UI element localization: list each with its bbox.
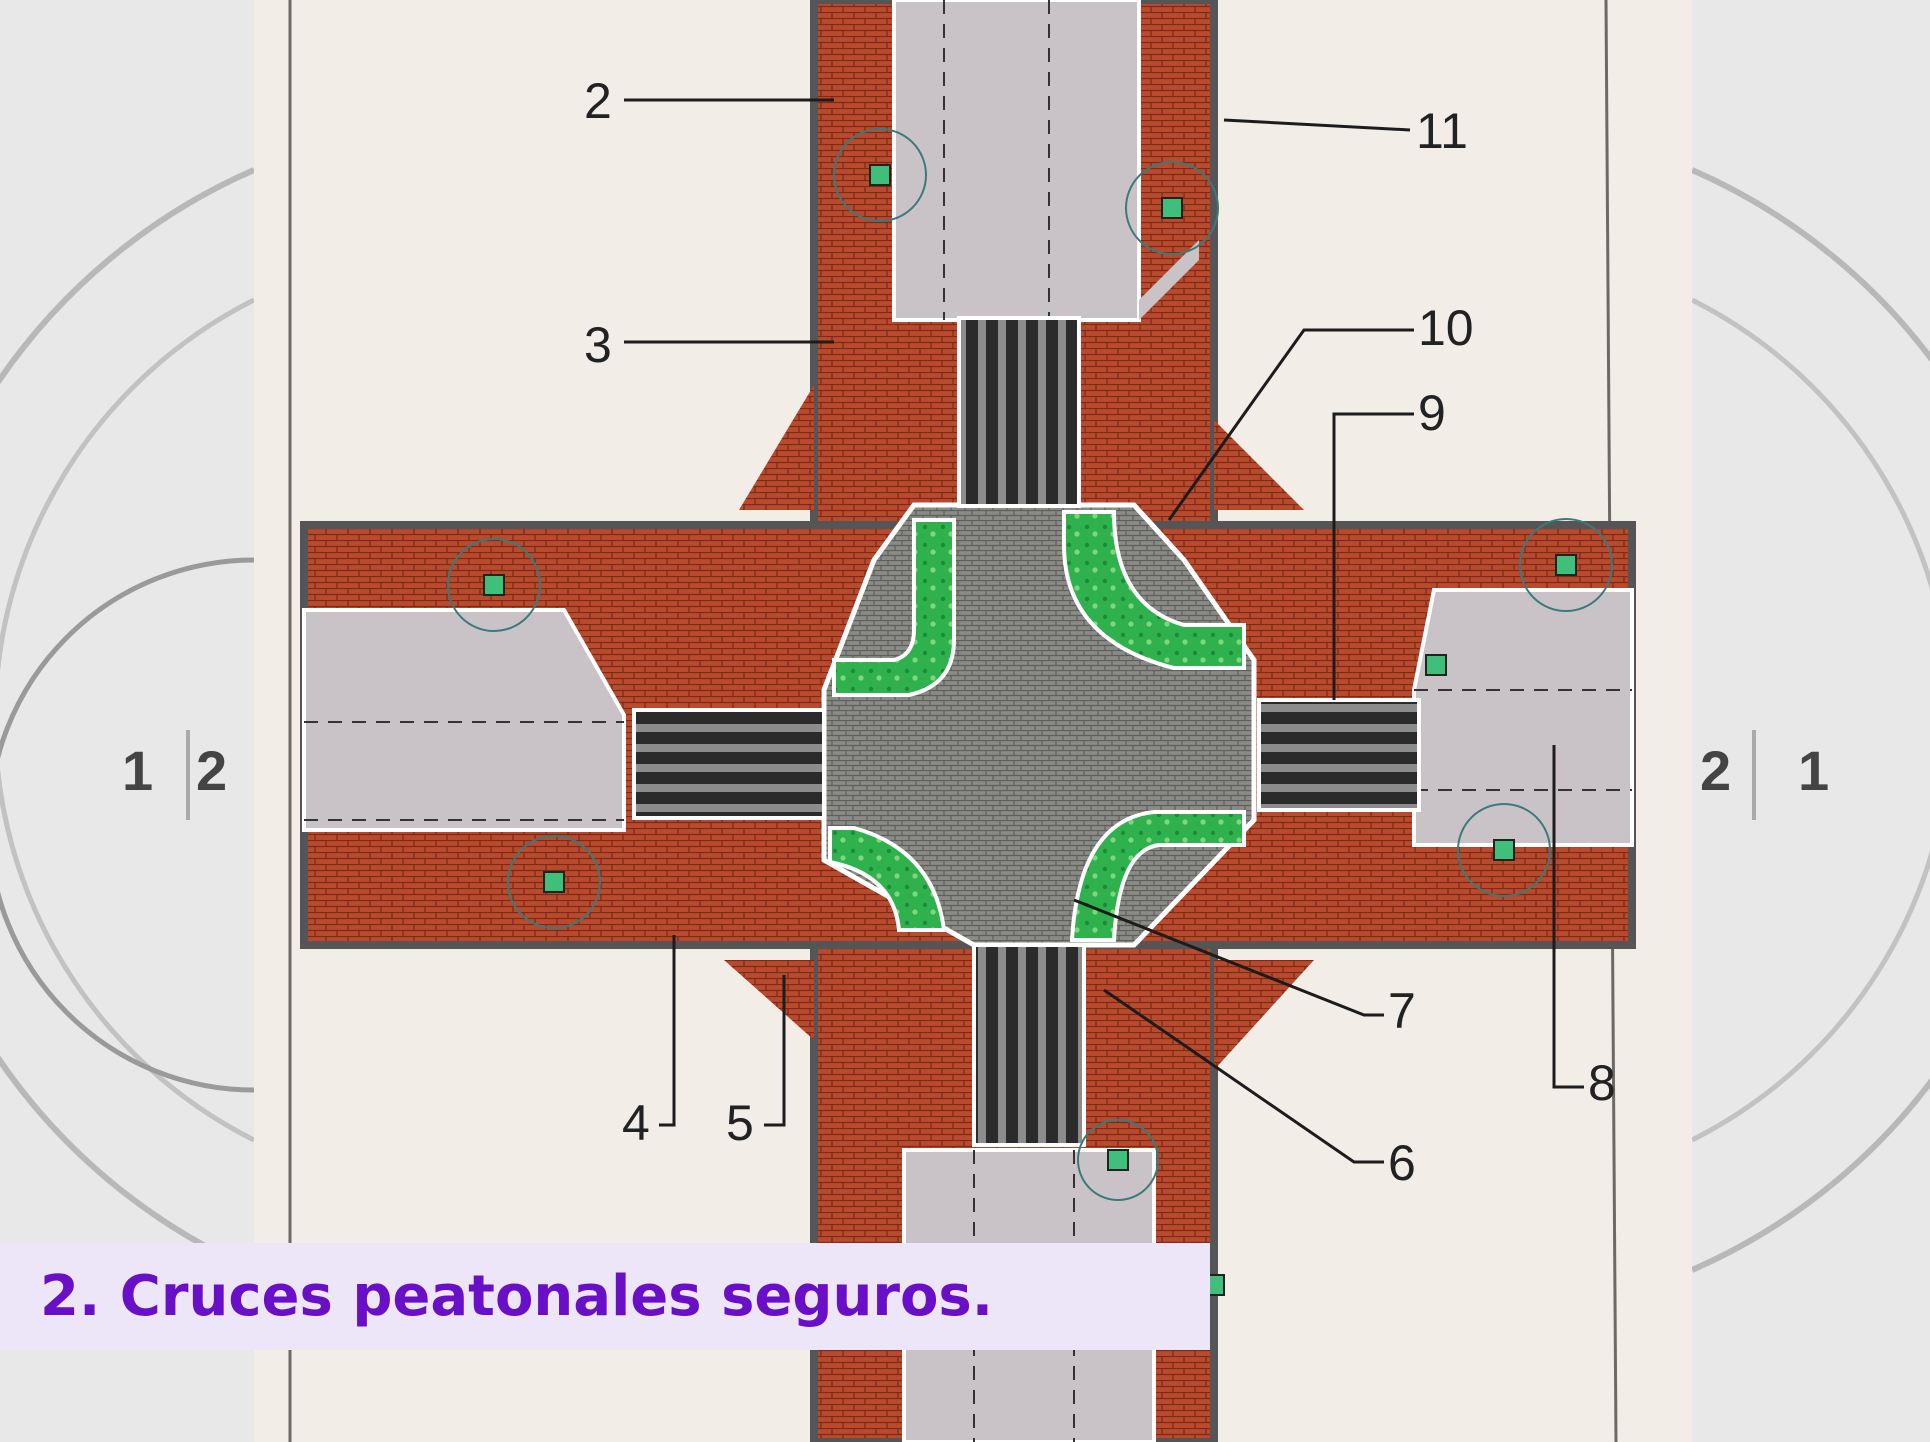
side-label-right-2: 2	[1700, 739, 1731, 802]
crosswalks	[632, 316, 1421, 1147]
slide-title: 2. Cruces peatonales seguros.	[40, 1264, 994, 1329]
callout-6: 6	[1388, 1135, 1416, 1191]
intersection-plan: 2 3 4 5 6 7 8 9 10 11	[288, 0, 1636, 1442]
callout-2: 2	[584, 73, 612, 129]
title-box: 2. Cruces peatonales seguros.	[0, 1243, 1210, 1350]
background-target-left: 1 2	[0, 0, 254, 1442]
callout-8: 8	[1588, 1055, 1616, 1111]
side-label-left-2: 2	[196, 739, 227, 802]
callout-11: 11	[1416, 103, 1468, 159]
side-label-right-1: 1	[1798, 739, 1829, 802]
background-target-right: 2 1	[1692, 0, 1930, 1442]
street-trees	[447, 128, 1613, 1296]
callout-10: 10	[1418, 300, 1474, 356]
side-label-left-1: 1	[122, 739, 153, 802]
planting-strips	[828, 510, 1246, 942]
callout-5: 5	[726, 1095, 754, 1151]
callout-7: 7	[1388, 983, 1416, 1039]
callout-3: 3	[584, 317, 612, 373]
callout-4: 4	[622, 1095, 650, 1151]
callout-9: 9	[1418, 385, 1446, 441]
intersection-plan-photo: 2 3 4 5 6 7 8 9 10 11	[254, 0, 1692, 1442]
leader-lines	[624, 98, 1584, 1164]
